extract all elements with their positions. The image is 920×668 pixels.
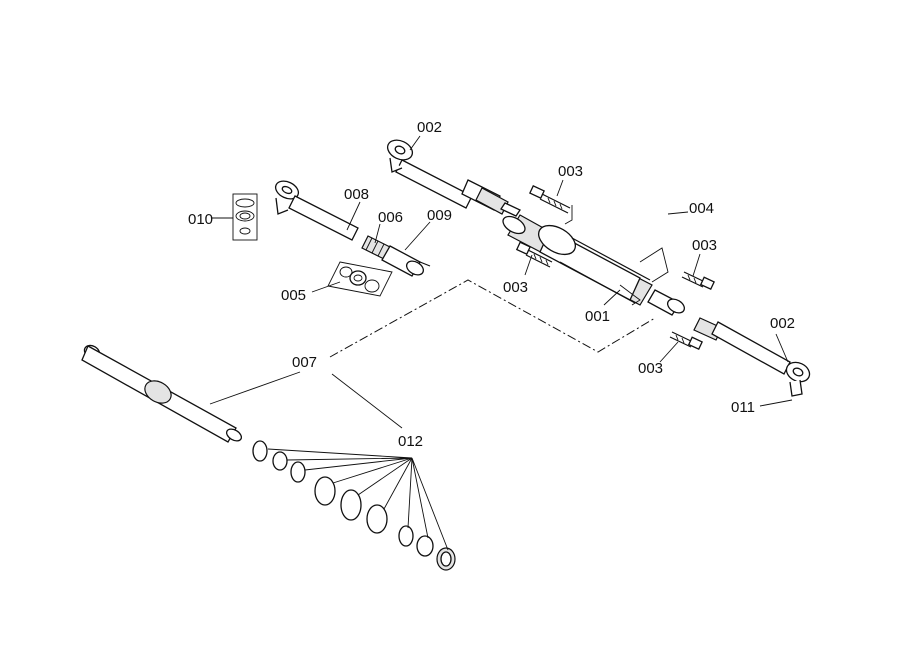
part-009-ring-kit[interactable]	[327, 261, 393, 297]
part-008-seal-kit[interactable]	[232, 193, 258, 241]
callout-012: 012	[398, 433, 423, 450]
part-002-upper-tie-rod[interactable]	[384, 136, 521, 217]
callout-002-lower: 002	[770, 315, 795, 332]
part-012-seal-rings[interactable]	[252, 440, 456, 571]
callout-007: 009	[427, 207, 452, 224]
callout-003-top: 003	[558, 163, 583, 180]
part-003-bolt-right[interactable]	[681, 271, 715, 291]
part-005-piston-rod[interactable]	[81, 343, 243, 444]
part-001-steering-cylinder[interactable]	[500, 213, 687, 316]
part-003-bolt-bottom[interactable]	[669, 331, 703, 351]
part-003-bolt-left[interactable]	[515, 241, 553, 268]
callout-005: 007	[292, 354, 317, 371]
callout-010: 006	[378, 209, 403, 226]
callout-labels: 002 003 004 003 003 001 002 003 011 008 …	[188, 119, 795, 450]
callout-003-right: 003	[692, 237, 717, 254]
leader-lines	[209, 135, 793, 551]
callout-003-bottom: 003	[638, 360, 663, 377]
callout-009: 005	[281, 287, 306, 304]
callout-011: 011	[731, 399, 755, 416]
part-006-rod[interactable]	[273, 178, 359, 241]
callout-003-left: 003	[503, 279, 528, 296]
callout-008: 010	[188, 211, 213, 228]
part-003-bolt-top[interactable]	[529, 184, 571, 214]
callout-006: 008	[344, 186, 369, 203]
part-007-tie-rod-end[interactable]	[381, 245, 431, 278]
callout-004: 004	[689, 200, 714, 217]
part-002-lower-tie-rod[interactable]	[693, 317, 813, 397]
callout-002-upper: 002	[417, 119, 442, 136]
callout-001: 001	[585, 308, 610, 325]
